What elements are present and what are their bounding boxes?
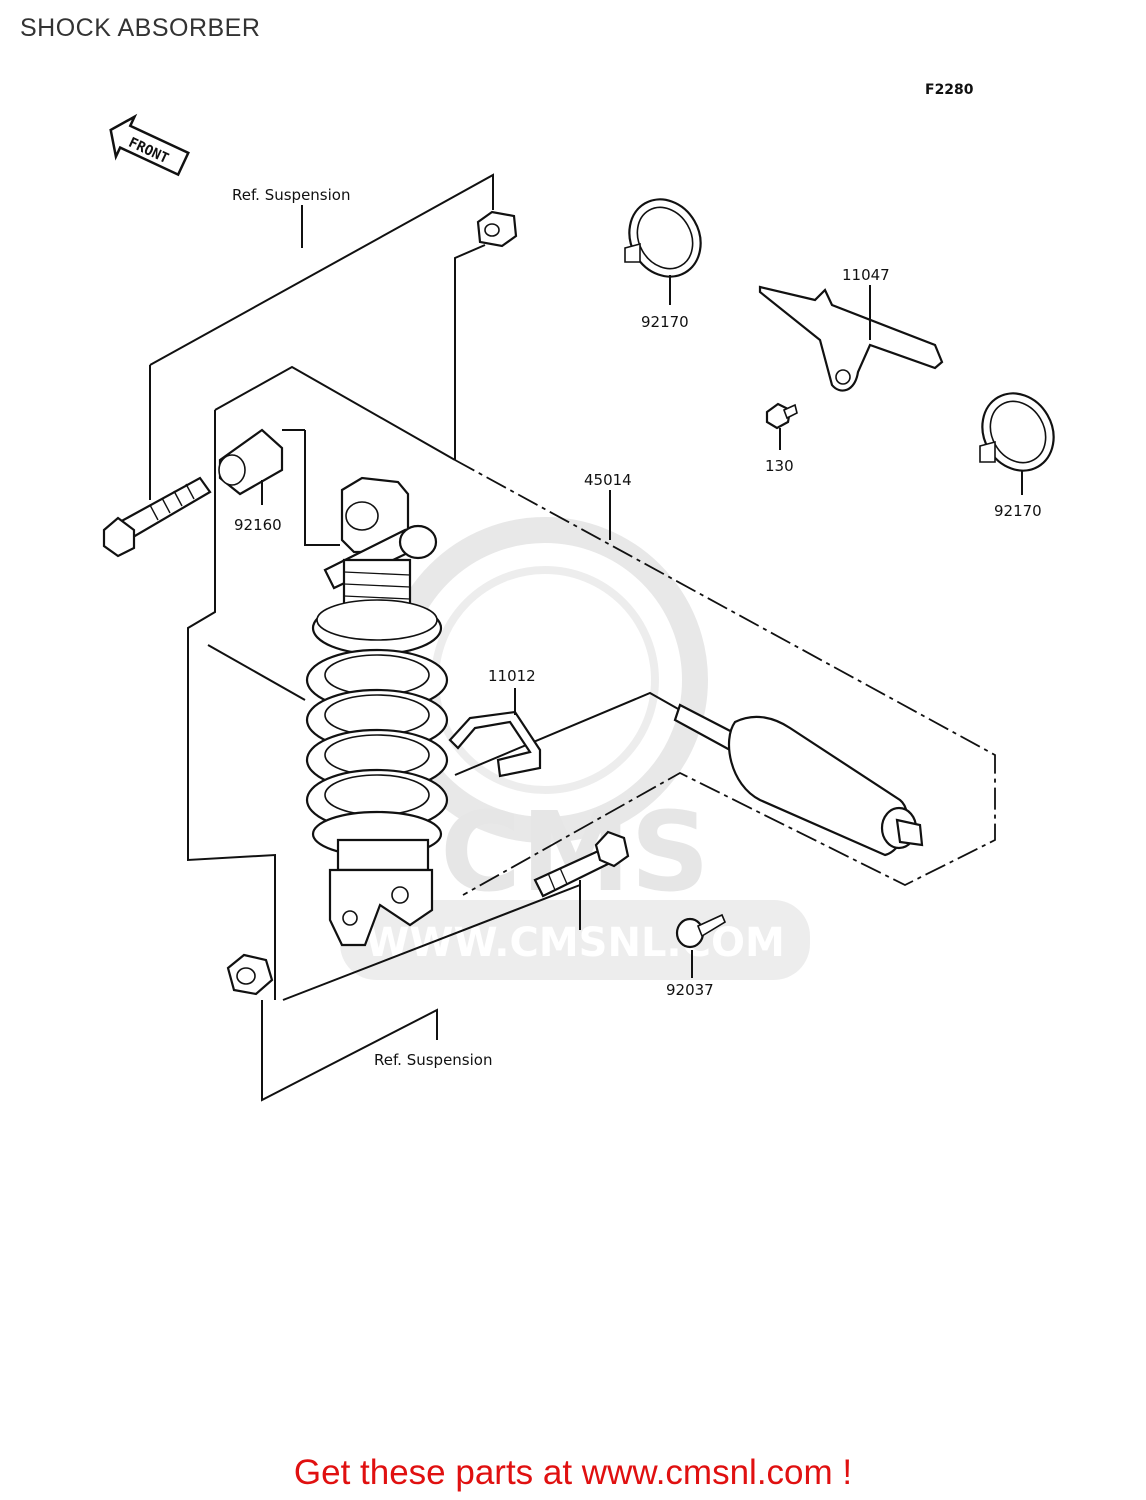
diagram-code: F2280	[925, 82, 974, 98]
label-45014: 45014	[584, 471, 632, 489]
label-92037: 92037	[666, 981, 714, 999]
bolt-left	[102, 476, 212, 558]
label-92160: 92160	[234, 516, 282, 534]
ref-lines-bottom	[261, 1000, 438, 1102]
label-ref-suspension-top: Ref. Suspension	[232, 186, 350, 204]
collar-92160	[218, 428, 284, 496]
reservoir	[673, 703, 924, 857]
label-ref-suspension-bottom: Ref. Suspension	[374, 1051, 492, 1069]
page-title: SHOCK ABSORBER	[20, 14, 261, 42]
lower-nut	[226, 953, 274, 996]
band-clamp-92170-b	[979, 392, 1055, 472]
footer-link[interactable]: Get these parts at www.cmsnl.com !	[293, 1453, 853, 1492]
watermark-brand: CMS	[440, 788, 709, 916]
label-11012: 11012	[488, 667, 536, 685]
label-11047: 11047	[842, 266, 890, 284]
bolt-130	[765, 402, 798, 430]
label-130: 130	[765, 457, 794, 475]
screw-92037	[675, 913, 727, 949]
parts-diagram: CMS WWW.CMSNL.COM F2280 FRONT Ref. Suspe…	[102, 82, 1055, 1102]
label-92170-b: 92170	[994, 502, 1042, 520]
top-nut	[476, 210, 518, 248]
bracket-11047	[758, 285, 944, 392]
clamp-11012	[448, 710, 542, 778]
ref-lines-top	[149, 173, 494, 500]
band-clamp-92170-a	[624, 198, 702, 278]
front-arrow-icon: FRONT	[109, 113, 190, 177]
shock-outline-45014	[187, 365, 996, 1001]
label-92170-a: 92170	[641, 313, 689, 331]
shock-absorber-45014	[305, 476, 449, 947]
bolt-lower	[533, 830, 630, 898]
